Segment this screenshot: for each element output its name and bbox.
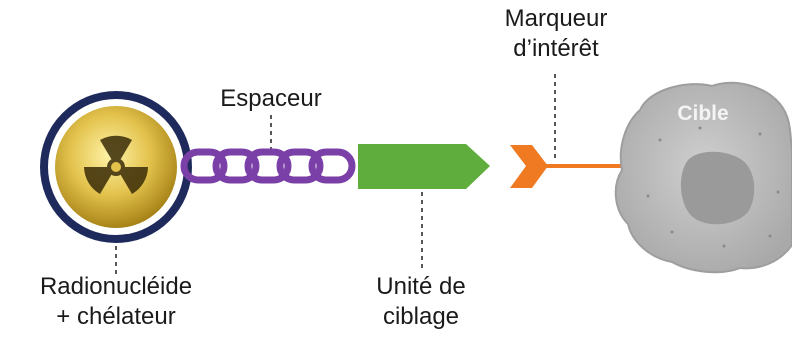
radionuclide-label: Radionucléide + chélateur [0,272,232,332]
radiation-trefoil-icon [84,135,148,194]
spacer-label: Espaceur [220,85,322,112]
cell-blob-icon [614,81,792,274]
targeting-unit-label-line1: Unité de [376,273,466,300]
marker-label-line2: d’intérêt [513,35,599,62]
target-label: Cible [677,102,729,125]
arrow-block-icon [358,144,490,189]
targeting-unit-label-line2: ciblage [382,303,460,330]
radionuclide-label-line2: + chélateur [56,303,176,330]
radionuclide-icon [40,91,192,243]
chain-link-icon [180,148,356,184]
radionuclide-label-line1: Radionucléide [39,273,193,300]
targeting-unit-label: Unité de ciblage [346,272,496,332]
chevron-marker-icon [510,145,625,188]
marker-label: Marqueur d’intérêt [470,4,642,64]
marker-label-line1: Marqueur [504,5,608,32]
leader-lines [115,74,556,278]
